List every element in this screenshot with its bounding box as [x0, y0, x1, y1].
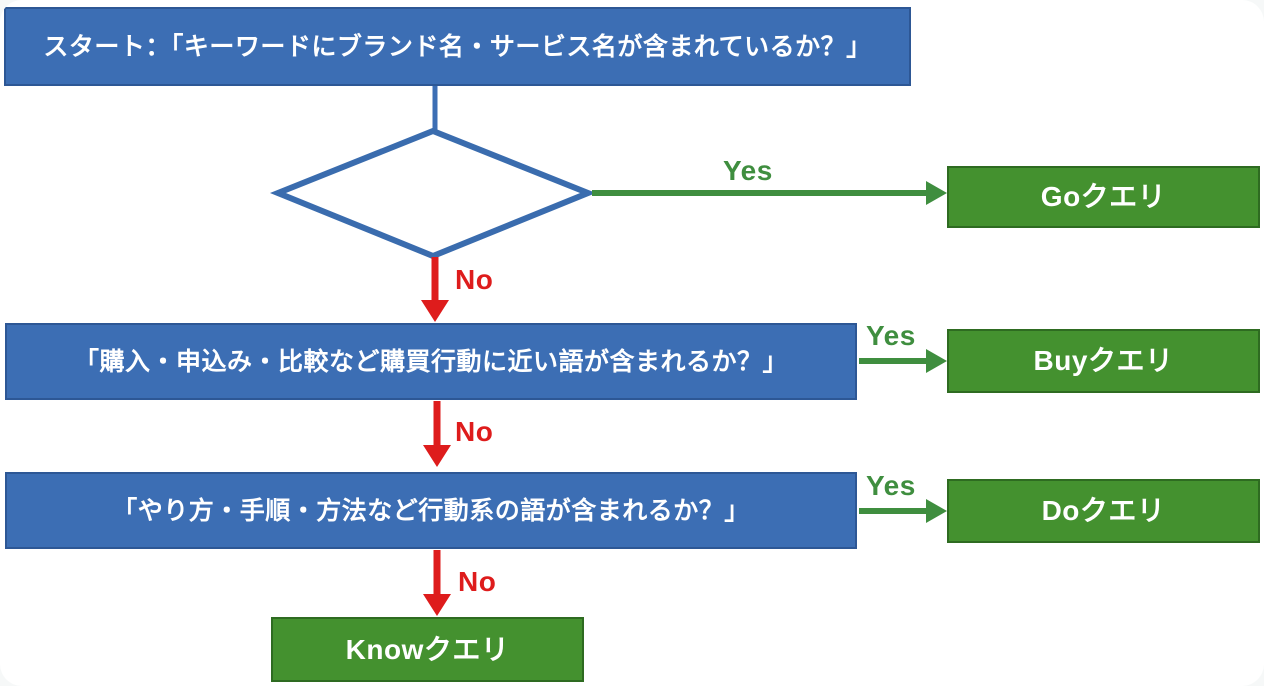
start-node: スタート：「キーワードにブランド名・サービス名が含まれているか？」: [4, 7, 911, 86]
no-arrow-3-head: [423, 594, 451, 616]
no-label-2: No: [455, 416, 494, 447]
result-node-buy-query: Buyクエリ: [947, 329, 1260, 393]
no-label-1: No: [455, 264, 494, 295]
yes-arrow-2-head: [926, 349, 947, 373]
result-node-do-query: Doクエリ: [947, 479, 1260, 543]
result-node-go-query: Goクエリ: [947, 166, 1260, 228]
yes-arrow-1-head: [926, 181, 947, 205]
yes-arrow-3-head: [926, 499, 947, 523]
result-node-know-query: Knowクエリ: [271, 617, 584, 682]
yes-label-2: Yes: [866, 320, 916, 351]
decision-diamond: [269, 127, 597, 260]
no-arrow-1-head: [421, 300, 449, 322]
yes-label-3: Yes: [866, 470, 916, 501]
no-label-3: No: [458, 566, 497, 597]
question-node-do-intent: 「やり方・手順・方法など行動系の語が含まれるか？」: [5, 472, 857, 549]
yes-label-1: Yes: [723, 155, 773, 186]
no-arrow-2-head: [423, 445, 451, 467]
question-node-buy-intent: 「購入・申込み・比較など購買行動に近い語が含まれるか？」: [5, 323, 857, 400]
